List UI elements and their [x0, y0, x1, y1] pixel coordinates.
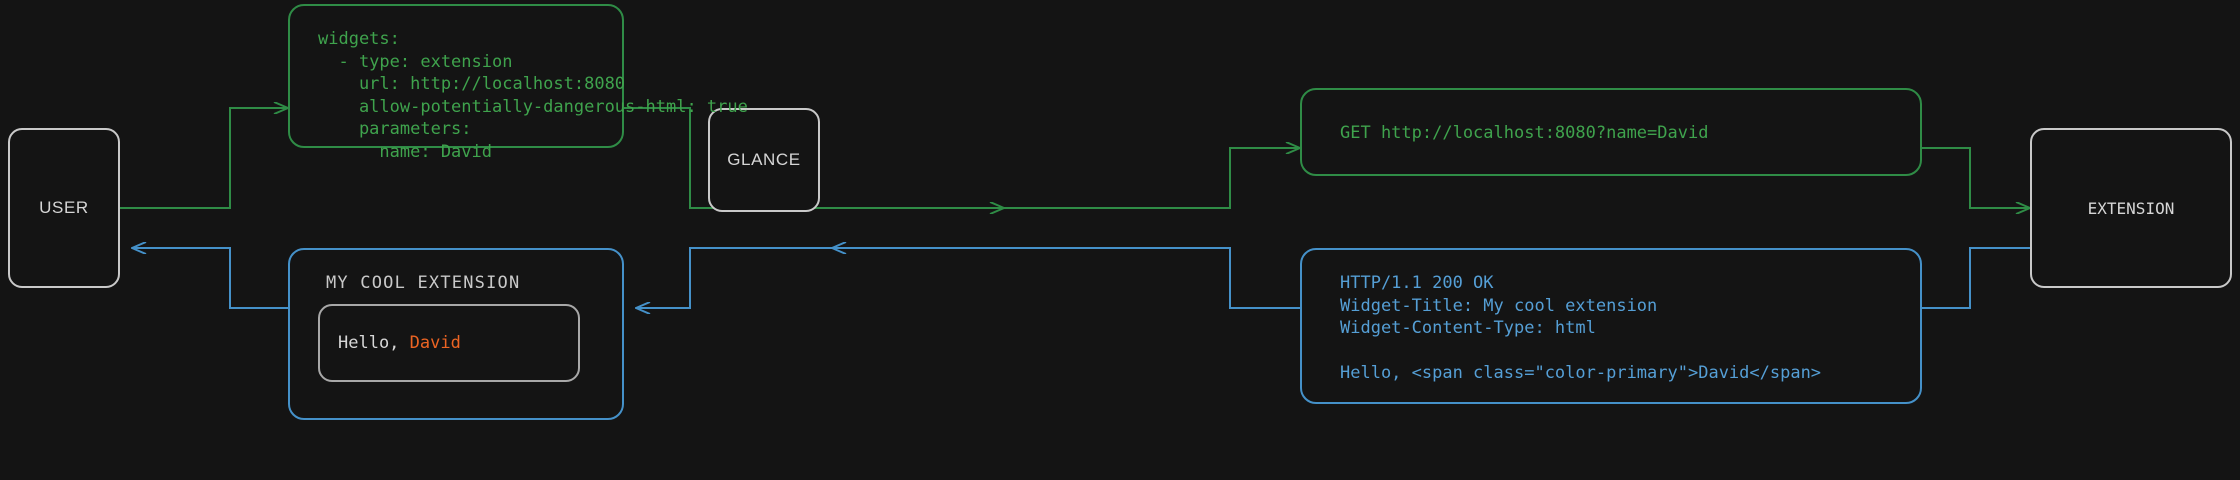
card-http-response[interactable]: HTTP/1.1 200 OK Widget-Title: My cool ex…	[1300, 248, 1922, 404]
node-extension[interactable]: EXTENSION	[2030, 128, 2232, 288]
rendered-widget-inner-frame: Hello, David	[318, 304, 580, 382]
rendered-widget-greeting: Hello,	[338, 333, 410, 353]
http-request-text: GET http://localhost:8080?name=David	[1340, 123, 1709, 143]
card-http-request[interactable]: GET http://localhost:8080?name=David	[1300, 88, 1922, 176]
connector-glance-to-widget	[636, 247, 1004, 308]
connector-response-to-glance	[832, 248, 1300, 309]
connector-glance-to-request	[820, 148, 1300, 209]
rendered-widget-title: MY COOL EXTENSION	[326, 273, 521, 293]
rendered-widget-body: Hello, David	[320, 333, 461, 353]
card-yaml-configuration[interactable]: widgets: - type: extension url: http://l…	[288, 4, 748, 162]
card-rendered-widget[interactable]: MY COOL EXTENSION Hello, David	[288, 248, 624, 420]
rendered-widget-name: David	[409, 333, 461, 353]
http-response-text: HTTP/1.1 200 OK Widget-Title: My cool ex…	[1340, 273, 1822, 383]
connector-user-to-config	[120, 108, 288, 209]
node-user[interactable]: USER	[8, 128, 120, 288]
node-extension-label: EXTENSION	[2087, 198, 2175, 218]
connector-widget-to-user	[132, 248, 288, 309]
yaml-configuration-text: widgets: - type: extension url: http://l…	[318, 29, 748, 162]
node-user-label: USER	[39, 198, 89, 217]
